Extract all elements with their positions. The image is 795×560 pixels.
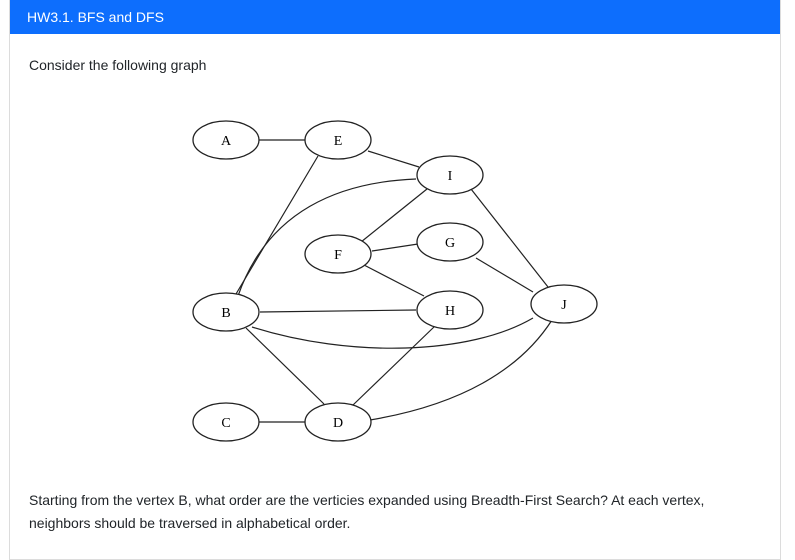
node-f xyxy=(304,234,372,274)
graph-edges xyxy=(235,139,553,423)
edge-b-h xyxy=(259,309,417,313)
node-label-j: J xyxy=(561,298,567,313)
node-label-h: H xyxy=(445,304,455,319)
intro-text: Consider the following graph xyxy=(29,57,207,73)
node-label-g: G xyxy=(445,236,455,251)
edge-e-i xyxy=(367,150,420,168)
edge-f-h xyxy=(363,264,425,297)
edge-h-d xyxy=(352,325,436,406)
node-label-c: C xyxy=(221,416,230,431)
edge-f-g xyxy=(371,243,419,252)
edge-i-f xyxy=(360,188,428,243)
node-label-b: B xyxy=(221,306,230,321)
graph-nodes xyxy=(192,120,598,442)
edge-d-j xyxy=(369,319,553,421)
node-label-f: F xyxy=(334,248,342,263)
node-label-d: D xyxy=(333,416,343,431)
node-j xyxy=(530,284,598,324)
graph-labels: A E I G F B H J C D xyxy=(221,134,567,431)
node-h xyxy=(416,290,484,330)
node-d xyxy=(304,402,372,442)
node-label-a: A xyxy=(221,134,232,149)
card-header-title: HW3.1. BFS and DFS xyxy=(10,0,780,34)
node-c xyxy=(192,402,260,442)
node-g xyxy=(416,222,484,262)
edge-b-j xyxy=(251,317,534,349)
node-a xyxy=(192,120,260,160)
edge-i-j xyxy=(470,188,549,288)
edge-i-b xyxy=(237,178,417,297)
question-card: HW3.1. BFS and DFS Consider the followin… xyxy=(9,0,781,560)
edge-g-j xyxy=(475,257,534,293)
edge-b-d xyxy=(245,327,325,405)
edge-e-b xyxy=(235,155,319,295)
node-b xyxy=(192,292,260,332)
node-i xyxy=(416,155,484,195)
question-text: Starting from the vertex B, what order a… xyxy=(29,492,705,531)
node-label-i: I xyxy=(448,169,453,184)
node-label-e: E xyxy=(334,134,343,149)
node-e xyxy=(304,120,372,160)
